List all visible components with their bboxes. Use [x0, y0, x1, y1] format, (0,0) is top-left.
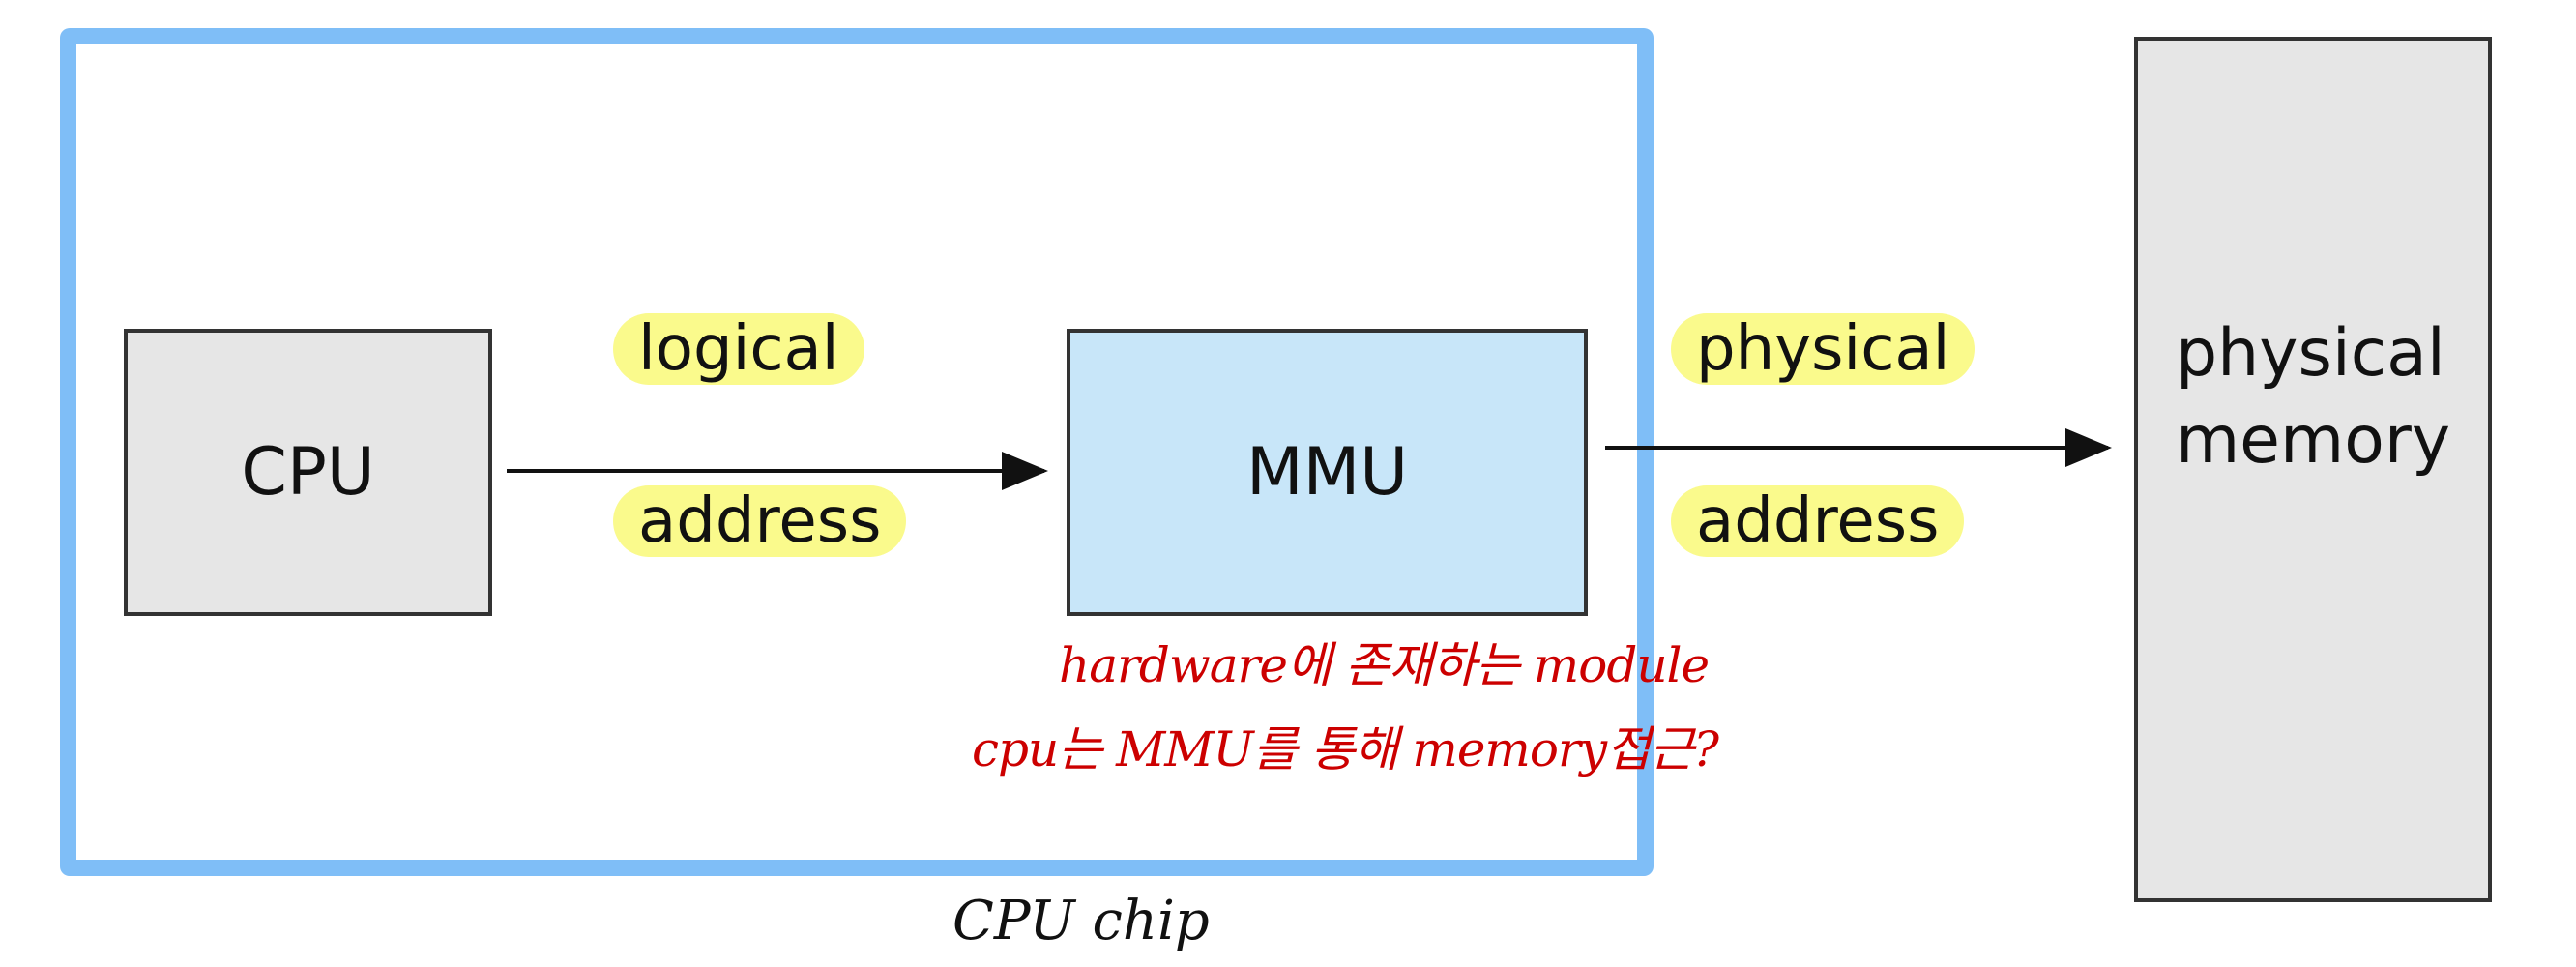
physical-address-line-1: physical — [1671, 313, 1976, 385]
logical-address-line-2: address — [613, 485, 907, 557]
logical-address-label: logical address — [613, 220, 907, 651]
mmu-box: MMU — [1067, 329, 1588, 616]
annotation-cpu-memory-access: cpu는 MMU를 통해 memory접근? — [972, 721, 1719, 777]
cpu-label: CPU — [241, 433, 375, 511]
mmu-label: MMU — [1245, 433, 1409, 511]
logical-address-line-1: logical — [613, 313, 864, 385]
physical-memory-box: physical memory — [2134, 37, 2492, 902]
cpu-chip-boundary — [60, 28, 1654, 876]
cpu-box: CPU — [124, 329, 492, 616]
cpu-chip-label: CPU chip — [952, 890, 1210, 952]
physical-address-line-2: address — [1671, 485, 1965, 557]
physical-address-label: physical address — [1671, 220, 1976, 651]
physical-memory-label: physical memory — [2175, 314, 2451, 479]
annotation-hardware-module: hardware에 존재하는 module — [1059, 637, 1710, 693]
